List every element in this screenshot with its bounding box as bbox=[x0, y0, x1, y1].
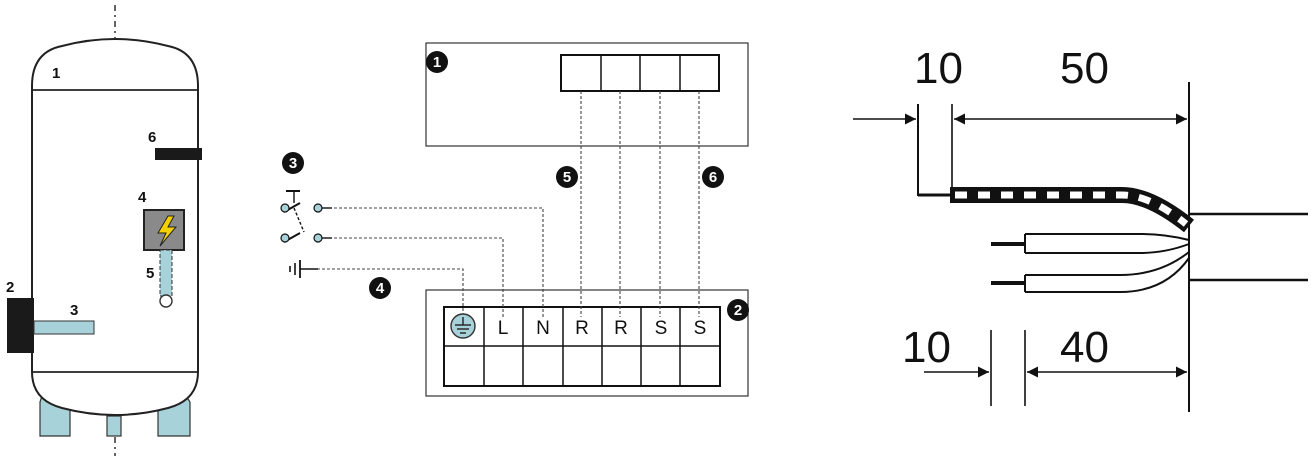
tank-label-2: 2 bbox=[6, 279, 14, 296]
control-box bbox=[7, 298, 34, 353]
svg-text:6: 6 bbox=[709, 169, 717, 186]
terminal-S2: S bbox=[694, 318, 707, 339]
tank-label-6: 6 bbox=[148, 129, 156, 146]
terminal-R2: R bbox=[614, 318, 628, 339]
wiring-diagram: L N R R S S bbox=[280, 42, 749, 397]
tank-label-4: 4 bbox=[138, 189, 147, 206]
dim-label-10-top: 10 bbox=[914, 44, 963, 93]
sensor-bulb bbox=[159, 294, 173, 308]
earth-wire bbox=[950, 187, 1194, 233]
svg-text:4: 4 bbox=[376, 280, 385, 297]
dim-label-40: 40 bbox=[1060, 323, 1109, 372]
tank-drain bbox=[106, 415, 122, 437]
signal-wires bbox=[580, 91, 700, 317]
lightning-bolt-icon bbox=[157, 215, 178, 247]
svg-text:3: 3 bbox=[289, 155, 297, 172]
supply-wires bbox=[312, 207, 544, 317]
callout-6: 6 bbox=[702, 166, 724, 188]
terminal-S1: S bbox=[655, 318, 668, 339]
thermostat-bracket bbox=[155, 148, 202, 160]
terminal-L: L bbox=[498, 318, 509, 339]
tank-label-3: 3 bbox=[70, 302, 78, 319]
callout-4: 4 bbox=[369, 277, 391, 299]
callout-3: 3 bbox=[282, 152, 304, 174]
tank-label-5: 5 bbox=[146, 265, 154, 282]
svg-text:5: 5 bbox=[563, 169, 571, 186]
heating-element bbox=[33, 320, 95, 335]
dim-label-10-bottom: 10 bbox=[902, 323, 951, 372]
cable-strip-diagram: 10 50 10 40 bbox=[853, 44, 1308, 412]
callout-5: 5 bbox=[556, 166, 578, 188]
callout-1: 1 bbox=[426, 51, 448, 73]
ground-terminal-icon bbox=[450, 313, 476, 339]
sensor-probe bbox=[159, 249, 173, 297]
tank-diagram: 1 2 3 4 5 6 bbox=[6, 5, 202, 456]
svg-text:1: 1 bbox=[433, 54, 441, 71]
callout-2: 2 bbox=[727, 299, 749, 321]
terminal-R1: R bbox=[575, 318, 589, 339]
dim-label-50: 50 bbox=[1060, 44, 1109, 93]
ground-symbol-icon bbox=[289, 260, 318, 278]
switch-icon bbox=[280, 190, 332, 243]
tank-label-1: 1 bbox=[52, 65, 60, 82]
svg-text:2: 2 bbox=[734, 302, 742, 319]
terminal-N: N bbox=[536, 318, 550, 339]
